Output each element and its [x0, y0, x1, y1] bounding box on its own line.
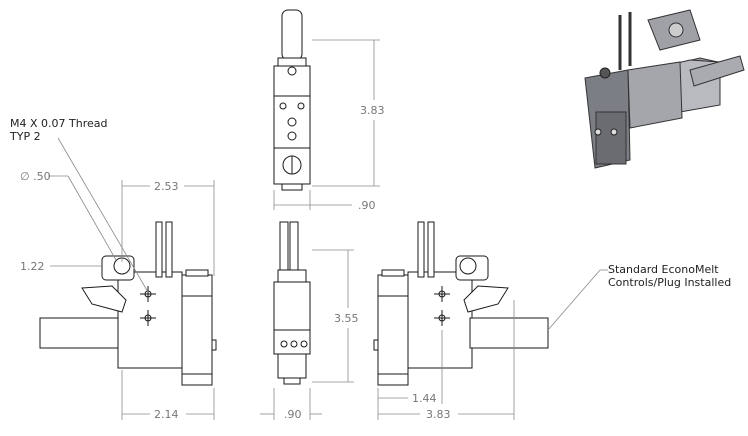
dim-bottom-width-left-label: 2.14	[154, 408, 179, 421]
callout-thread-typ: TYP 2	[9, 130, 41, 143]
dim-top-width	[121, 180, 215, 276]
callout-controls-line1: Standard EconoMelt	[608, 263, 719, 276]
dim-right-width-383-label: 3.83	[426, 408, 451, 421]
callout-diameter: ∅ .50	[20, 170, 51, 183]
dim-right-widths	[377, 300, 515, 420]
dim-front-width-bottom	[260, 388, 322, 420]
callout-height-122: 1.22	[20, 260, 45, 273]
dim-front-width-top-label: .90	[358, 199, 376, 212]
callout-controls-line2: Controls/Plug Installed	[608, 276, 731, 289]
front-view-bottom	[273, 221, 311, 385]
front-view-top	[273, 9, 311, 191]
dim-right-width-144-label: 1.44	[412, 392, 437, 405]
leader-lines-left	[48, 137, 149, 293]
dim-front-height-mid	[312, 249, 354, 383]
dim-front-width-bottom-label: .90	[284, 408, 302, 421]
leader-controls	[547, 269, 608, 331]
left-side-view	[39, 221, 217, 386]
isometric-view	[584, 9, 745, 169]
dim-front-height-top-label: 3.83	[360, 104, 385, 117]
dim-front-height-mid-label: 3.55	[334, 312, 359, 325]
dim-front-width-top	[273, 190, 352, 210]
right-side-view	[373, 221, 549, 386]
dim-bottom-width-left	[121, 370, 215, 420]
dim-front-height-top	[312, 39, 380, 187]
dim-top-width-label: 2.53	[154, 180, 179, 193]
callout-thread: M4 X 0.07 Thread	[10, 117, 107, 130]
